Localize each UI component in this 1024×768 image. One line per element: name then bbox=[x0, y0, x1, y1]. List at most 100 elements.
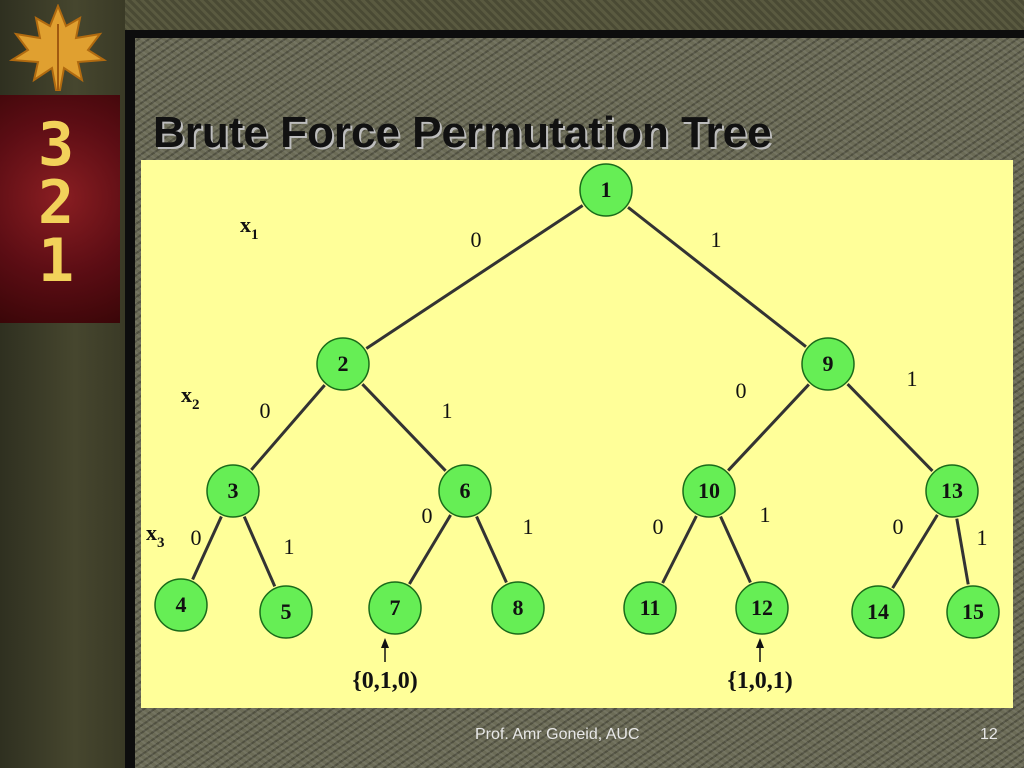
tree-node-label: 4 bbox=[176, 592, 187, 617]
tree-edge-9-13 bbox=[846, 382, 934, 473]
tree-node-8[interactable]: 8 bbox=[491, 581, 545, 635]
tree-edge-2-6 bbox=[361, 383, 447, 472]
edge-label-9-13: 1 bbox=[907, 366, 918, 391]
edge-label-13-15: 1 bbox=[977, 525, 988, 550]
edge-label-1-2: 0 bbox=[471, 227, 482, 252]
logo-digit-2: 2 bbox=[38, 168, 74, 238]
tree-node-circle bbox=[682, 464, 736, 518]
tree-node-circle bbox=[851, 585, 905, 639]
edges-layer bbox=[191, 204, 970, 589]
solution-label-7: {0,1,0) bbox=[352, 668, 417, 694]
top-texture-band bbox=[0, 0, 1024, 30]
tree-edge-9-10 bbox=[727, 383, 810, 472]
tree-edge-10-11 bbox=[661, 515, 698, 584]
tree-node-circle bbox=[491, 581, 545, 635]
tree-node-label: 7 bbox=[390, 595, 401, 620]
edge-label-1-9: 1 bbox=[711, 227, 722, 252]
level-variable-x3: x3 bbox=[146, 520, 165, 551]
tree-node-9[interactable]: 9 bbox=[801, 337, 855, 391]
tree-node-label: 2 bbox=[338, 351, 349, 376]
tree-node-label: 11 bbox=[640, 595, 661, 620]
edge-label-2-6: 1 bbox=[442, 398, 453, 423]
tree-node-circle bbox=[316, 337, 370, 391]
tree-node-10[interactable]: 10 bbox=[682, 464, 736, 518]
variable-subscript: 3 bbox=[157, 535, 165, 551]
tree-node-label: 10 bbox=[698, 478, 720, 503]
tree-node-13[interactable]: 13 bbox=[925, 464, 979, 518]
footer-author: Prof. Amr Goneid, AUC bbox=[475, 726, 640, 743]
tree-node-label: 9 bbox=[823, 351, 834, 376]
tree-node-11[interactable]: 11 bbox=[623, 581, 677, 635]
tree-node-circle bbox=[801, 337, 855, 391]
tree-node-circle bbox=[154, 578, 208, 632]
solution-label-12: {1,0,1) bbox=[727, 668, 792, 694]
tree-edge-10-12 bbox=[719, 515, 752, 584]
variable-base: x bbox=[146, 520, 157, 545]
tree-edge-6-7 bbox=[408, 514, 452, 585]
tree-edge-13-14 bbox=[891, 514, 939, 589]
logo-digits: 3 2 1 bbox=[38, 110, 74, 296]
tree-node-label: 14 bbox=[867, 599, 889, 624]
edge-label-6-8: 1 bbox=[523, 514, 534, 539]
tree-node-label: 12 bbox=[751, 595, 773, 620]
tree-node-circle bbox=[623, 581, 677, 635]
logo-digit-1: 1 bbox=[38, 226, 74, 296]
tree-edge-3-4 bbox=[191, 515, 223, 581]
tree-node-label: 6 bbox=[460, 478, 471, 503]
tree-edge-2-3 bbox=[250, 384, 326, 471]
tree-node-circle bbox=[368, 581, 422, 635]
tree-node-label: 1 bbox=[601, 177, 612, 202]
variable-subscript: 1 bbox=[251, 227, 259, 243]
tree-node-label: 3 bbox=[228, 478, 239, 503]
variable-base: x bbox=[181, 382, 192, 407]
tree-node-4[interactable]: 4 bbox=[154, 578, 208, 632]
solution-arrowhead-7 bbox=[381, 638, 389, 648]
variable-base: x bbox=[240, 212, 251, 237]
tree-node-circle bbox=[579, 163, 633, 217]
tree-node-2[interactable]: 2 bbox=[316, 337, 370, 391]
solution-arrowhead-12 bbox=[756, 638, 764, 648]
logo-digit-3: 3 bbox=[38, 110, 74, 180]
tree-node-label: 5 bbox=[281, 599, 292, 624]
tree-node-7[interactable]: 7 bbox=[368, 581, 422, 635]
tree-edge-13-15 bbox=[955, 518, 970, 585]
tree-node-circle bbox=[438, 464, 492, 518]
level-variable-x1: x1 bbox=[240, 212, 259, 243]
tree-node-14[interactable]: 14 bbox=[851, 585, 905, 639]
tree-node-circle bbox=[259, 585, 313, 639]
tree-edge-1-2 bbox=[365, 204, 584, 350]
edge-label-13-14: 0 bbox=[893, 514, 904, 539]
tree-node-1[interactable]: 1 bbox=[579, 163, 633, 217]
tree-node-circle bbox=[735, 581, 789, 635]
page-number: 12 bbox=[980, 726, 998, 743]
tree-node-3[interactable]: 3 bbox=[206, 464, 260, 518]
tree-edge-1-9 bbox=[627, 206, 807, 348]
tree-node-5[interactable]: 5 bbox=[259, 585, 313, 639]
tree-node-circle bbox=[206, 464, 260, 518]
logo-321: 3 2 1 bbox=[0, 95, 120, 323]
maple-leaf-icon bbox=[8, 4, 108, 91]
edge-label-3-5: 1 bbox=[284, 534, 295, 559]
slide-title: Brute Force Permutation Tree bbox=[153, 108, 772, 157]
tree-node-circle bbox=[946, 585, 1000, 639]
variable-subscript: 2 bbox=[192, 397, 200, 413]
tree-node-circle bbox=[925, 464, 979, 518]
tree-edge-3-5 bbox=[242, 516, 277, 587]
tree-node-6[interactable]: 6 bbox=[438, 464, 492, 518]
edge-label-10-12: 1 bbox=[760, 502, 771, 527]
level-variable-x2: x2 bbox=[181, 382, 200, 413]
edge-label-10-11: 0 bbox=[653, 514, 664, 539]
tree-node-label: 13 bbox=[941, 478, 963, 503]
tree-edge-6-8 bbox=[475, 515, 508, 584]
tree-node-label: 8 bbox=[513, 595, 524, 620]
tree-node-15[interactable]: 15 bbox=[946, 585, 1000, 639]
tree-node-12[interactable]: 12 bbox=[735, 581, 789, 635]
edge-label-9-10: 0 bbox=[736, 378, 747, 403]
tree-node-label: 15 bbox=[962, 599, 984, 624]
edge-label-6-7: 0 bbox=[422, 503, 433, 528]
edge-label-2-3: 0 bbox=[260, 398, 271, 423]
